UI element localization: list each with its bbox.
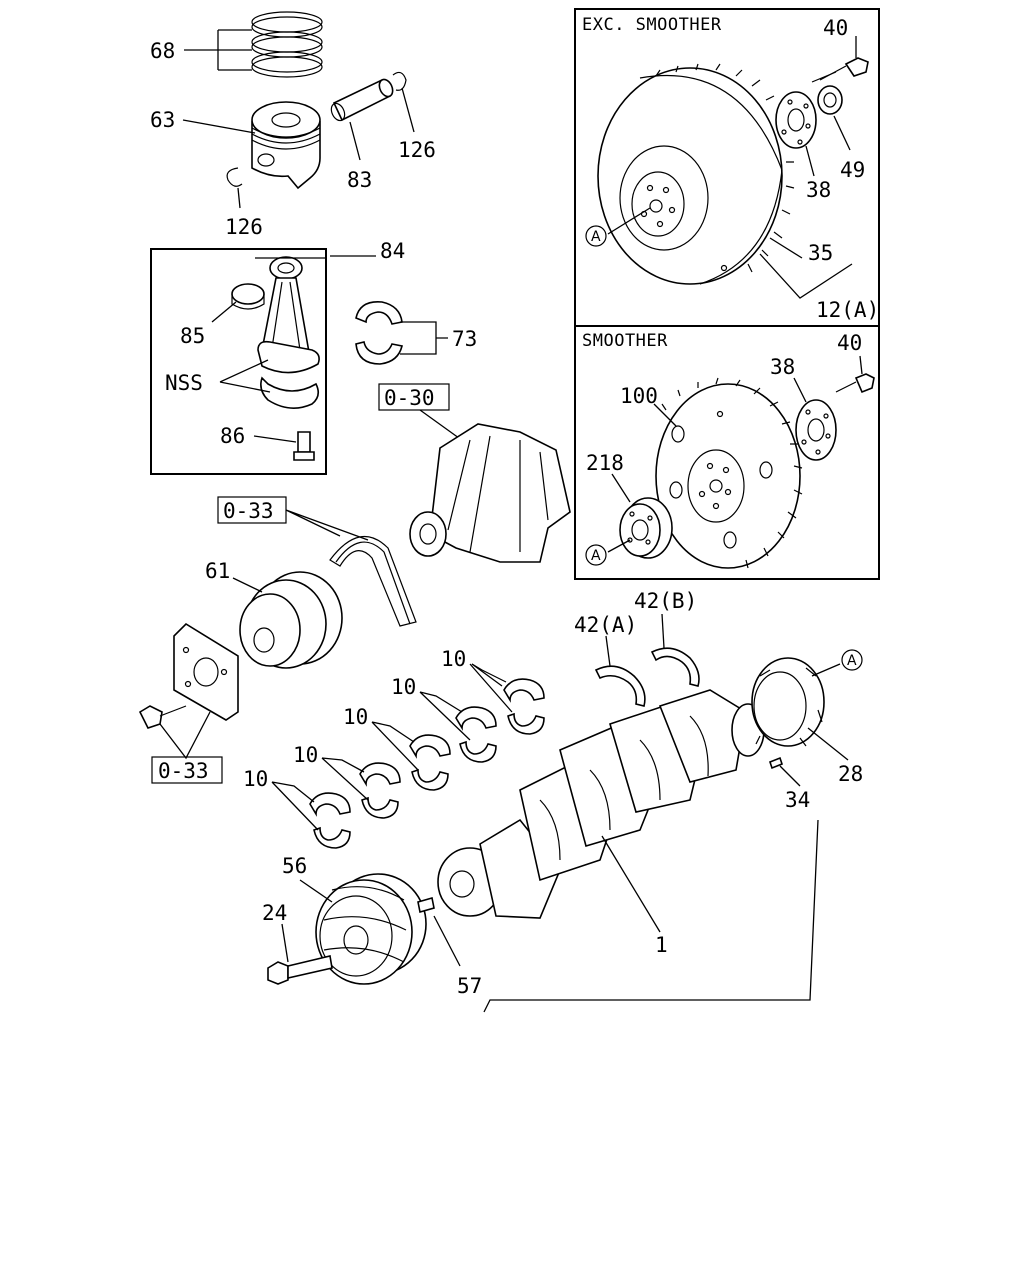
piston[interactable] <box>251 101 321 190</box>
callout-10-c: 10 <box>343 705 368 729</box>
bracket-bolt[interactable] <box>138 705 187 729</box>
callout-42a: 42(A) <box>574 613 637 637</box>
callout-40-top: 40 <box>823 16 848 40</box>
callout-34: 34 <box>785 788 810 812</box>
callout-10-d: 10 <box>293 743 318 767</box>
callout-42b: 42(B) <box>634 589 697 613</box>
marker-a-flexplate: A <box>591 548 601 564</box>
rod-bushing[interactable] <box>231 283 265 310</box>
callout-56: 56 <box>282 854 307 878</box>
snap-ring-top[interactable] <box>392 71 407 91</box>
snap-ring-bottom[interactable] <box>226 167 243 187</box>
smoother-panel <box>574 325 880 580</box>
callout-10-e: 10 <box>243 767 268 791</box>
smoother-damper[interactable] <box>619 497 673 559</box>
water-pump[interactable] <box>409 423 571 563</box>
callout-86: 86 <box>220 424 245 448</box>
callout-40-bottom: 40 <box>837 331 862 355</box>
callout-73: 73 <box>452 327 477 351</box>
crank-key[interactable] <box>769 756 783 770</box>
callout-85: 85 <box>180 324 205 348</box>
callout-49: 49 <box>840 158 865 182</box>
flex-plate[interactable] <box>655 377 803 569</box>
flywheel[interactable] <box>597 63 795 285</box>
pulley[interactable] <box>239 571 343 669</box>
exc-smoother-title: EXC. SMOOTHER <box>582 15 722 35</box>
callout-57: 57 <box>457 974 482 998</box>
callout-35: 35 <box>808 241 833 265</box>
callout-10-b: 10 <box>391 675 416 699</box>
callout-nss: NSS <box>165 371 203 395</box>
callout-12a: 12(A) <box>816 298 879 322</box>
drive-belt[interactable] <box>329 535 417 627</box>
smoother-title: SMOOTHER <box>582 331 668 351</box>
piston-rings[interactable] <box>251 11 323 78</box>
dowel-pin[interactable] <box>417 896 435 914</box>
flywheel-bolt[interactable] <box>819 57 869 81</box>
thrust-washer-b[interactable] <box>650 647 700 687</box>
callout-63: 63 <box>150 108 175 132</box>
rod-bearing[interactable] <box>355 301 403 365</box>
piston-pin[interactable] <box>329 77 395 122</box>
callout-126-bottom: 126 <box>225 215 263 239</box>
callout-61: 61 <box>205 559 230 583</box>
bracket-plate[interactable] <box>173 622 239 721</box>
callout-84: 84 <box>380 239 405 263</box>
main-bearing-set[interactable] <box>309 678 545 849</box>
pulley-bolt[interactable] <box>267 955 333 985</box>
thrust-washer-a[interactable] <box>594 665 646 707</box>
rod-bolt[interactable] <box>293 431 315 461</box>
marker-a-ring: A <box>847 653 857 669</box>
callout-68: 68 <box>150 39 175 63</box>
pilot-bearing[interactable] <box>817 85 843 115</box>
ref-box-0-30 <box>378 383 450 411</box>
crank-timing-gear[interactable] <box>751 657 825 747</box>
ref-0-30: 0-30 <box>384 386 435 410</box>
flexplate-bolt[interactable] <box>835 373 875 394</box>
ref-0-33-belt: 0-33 <box>223 499 274 523</box>
callout-28: 28 <box>838 762 863 786</box>
callout-83: 83 <box>347 168 372 192</box>
connecting-rod-group-frame <box>150 248 327 475</box>
callout-218: 218 <box>586 451 624 475</box>
callout-1: 1 <box>655 933 668 957</box>
callout-38-top: 38 <box>806 178 831 202</box>
callout-38-bottom: 38 <box>770 355 795 379</box>
flexplate-washer-plate[interactable] <box>795 399 837 461</box>
ref-box-0-33-bracket <box>151 756 223 784</box>
ref-0-33-bracket: 0-33 <box>158 759 209 783</box>
callout-100: 100 <box>620 384 658 408</box>
callout-24: 24 <box>262 901 287 925</box>
connecting-rod[interactable] <box>257 256 320 409</box>
callout-10-a: 10 <box>441 647 466 671</box>
marker-a-flywheel: A <box>591 229 601 245</box>
callout-126-top: 126 <box>398 138 436 162</box>
crank-pulley[interactable] <box>315 873 427 985</box>
crankshaft[interactable] <box>437 689 765 919</box>
flywheel-washer-plate[interactable] <box>775 91 817 149</box>
